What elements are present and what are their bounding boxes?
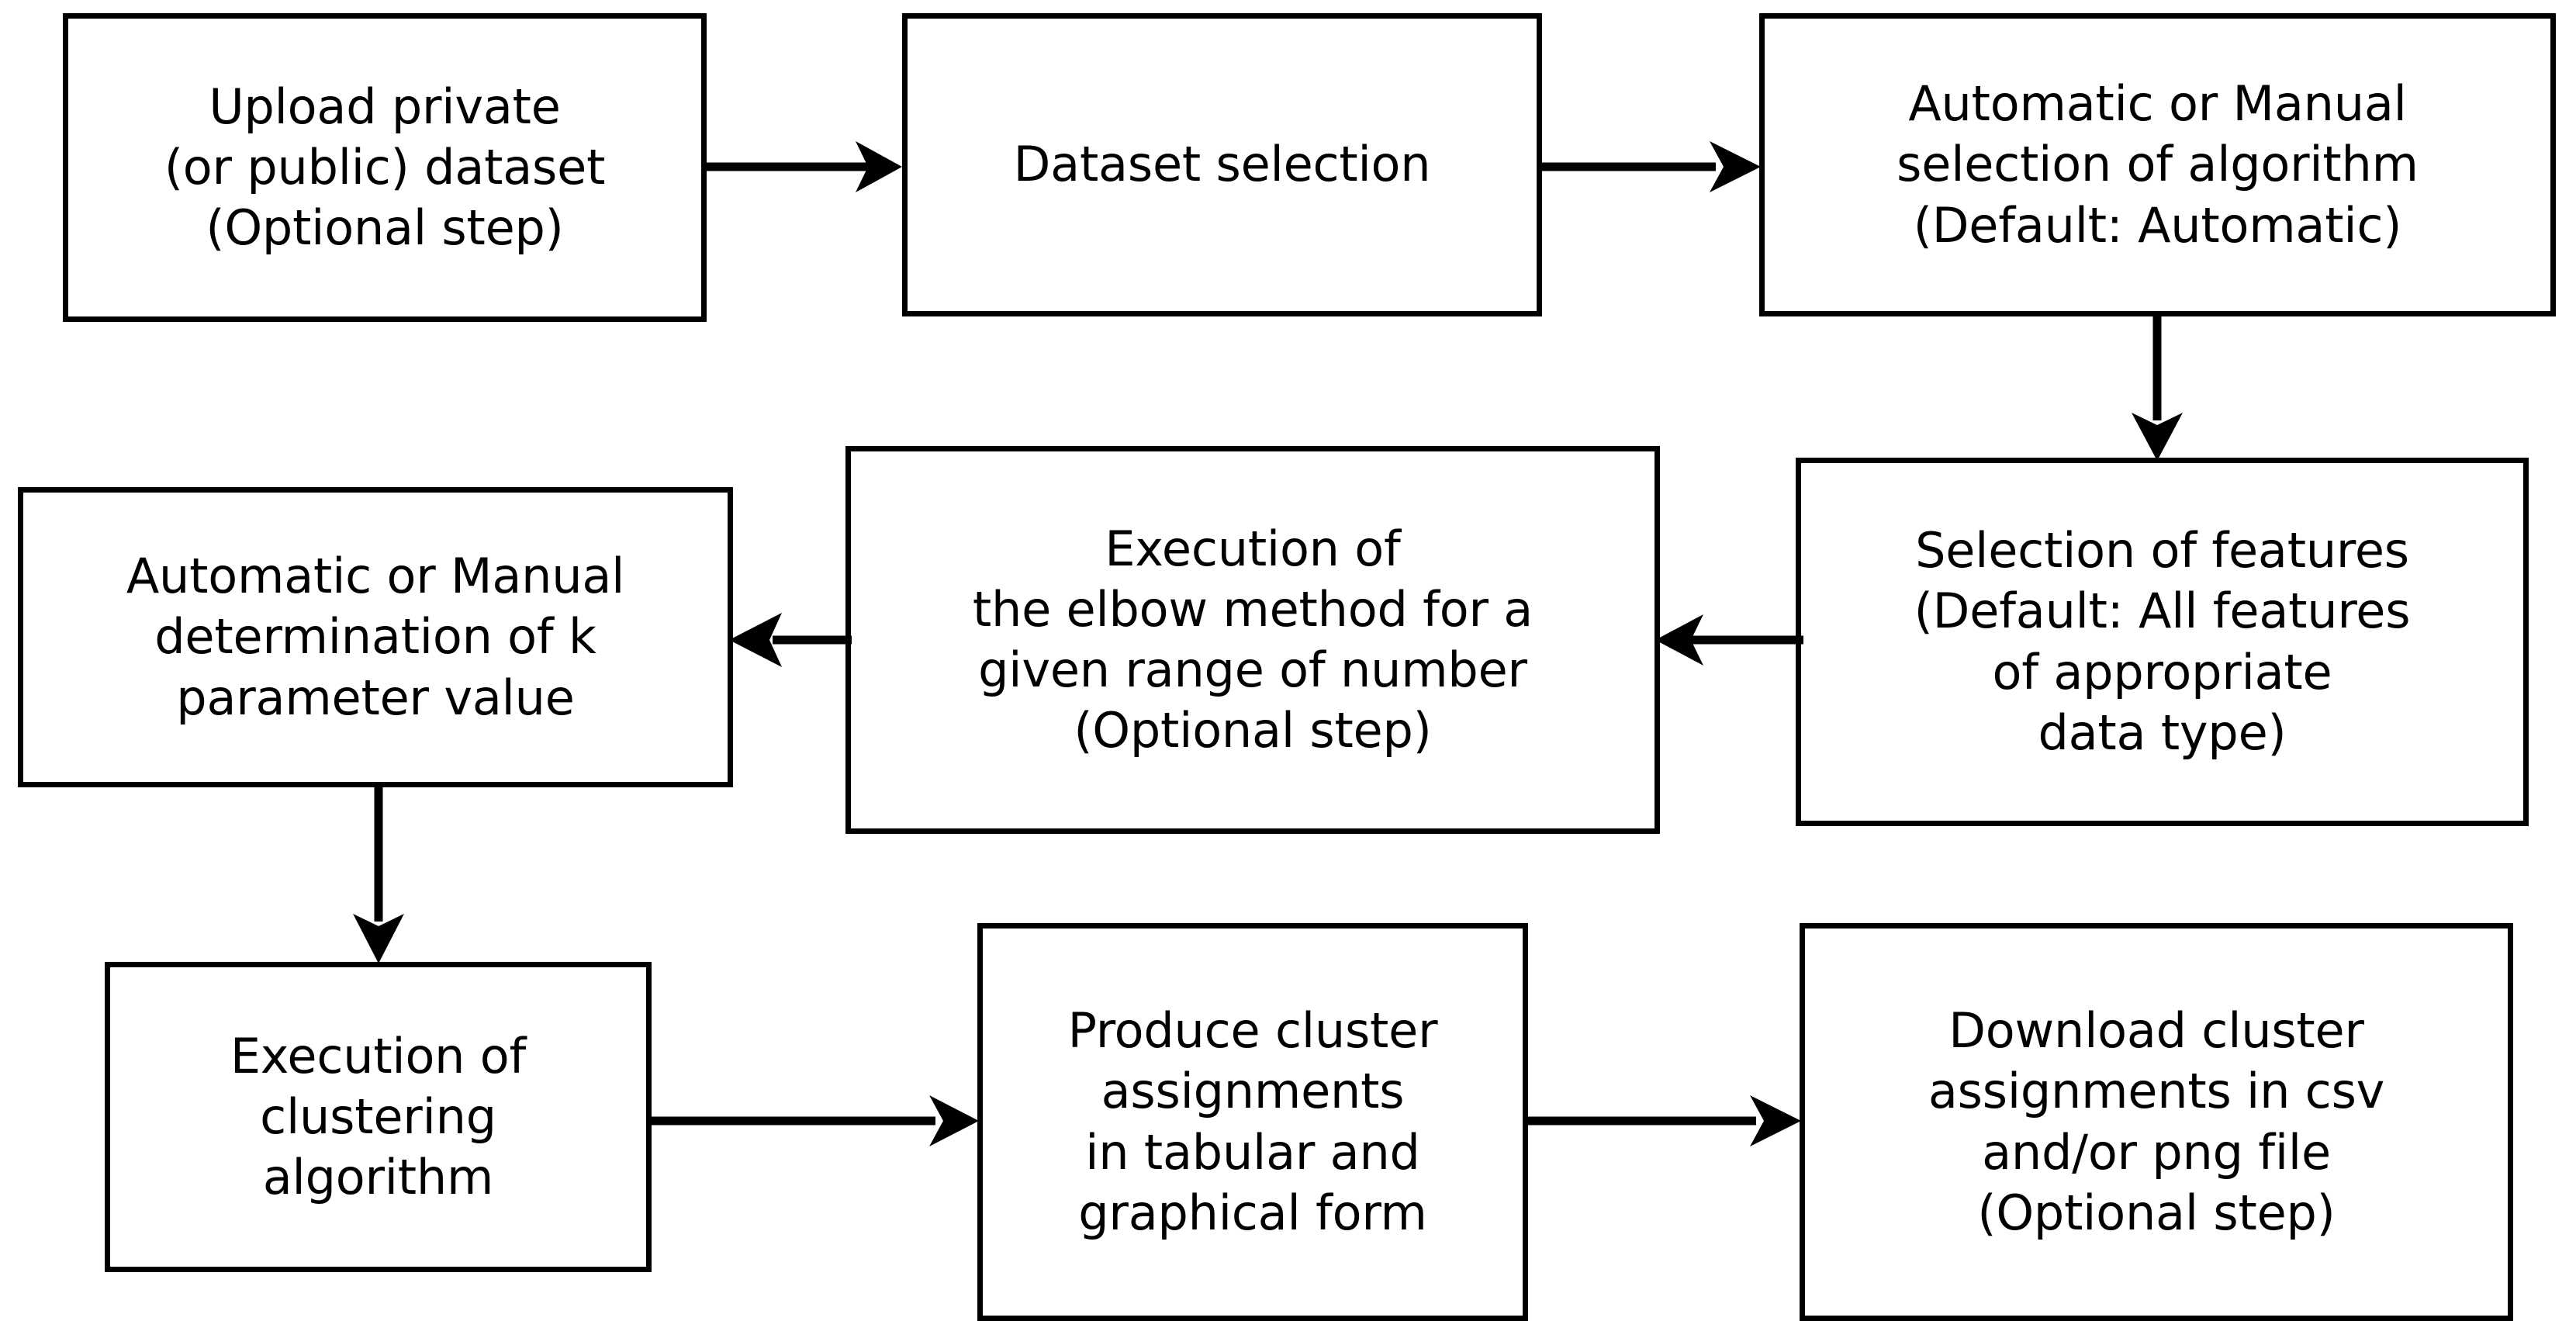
edge-algorithm-to-features [2129,312,2185,467]
node-upload-dataset[interactable]: Upload private (or public) dataset (Opti… [63,13,707,322]
node-clustering-execution[interactable]: Execution of clustering algorithm [105,962,652,1272]
edge-features-to-elbow [1652,613,1803,667]
node-produce-assignments[interactable]: Produce cluster assignments in tabular a… [977,923,1528,1321]
edge-elbow-to-k [728,613,852,667]
edge-clustering-to-produce [647,1094,988,1148]
node-download-assignments[interactable]: Download cluster assignments in csv and/… [1800,923,2513,1321]
edge-dataset-to-algorithm [1537,140,1770,194]
node-dataset-selection[interactable]: Dataset selection [902,13,1542,316]
node-elbow-method[interactable]: Execution of the elbow method for a give… [845,446,1660,834]
edge-k-to-clustering [351,783,406,970]
node-feature-selection[interactable]: Selection of features (Default: All feat… [1796,458,2529,826]
node-algorithm-selection[interactable]: Automatic or Manual selection of algorit… [1759,13,2556,316]
edge-upload-to-dataset [702,140,911,194]
node-k-determination[interactable]: Automatic or Manual determination of k p… [18,487,733,787]
edge-produce-to-download [1523,1094,1810,1148]
